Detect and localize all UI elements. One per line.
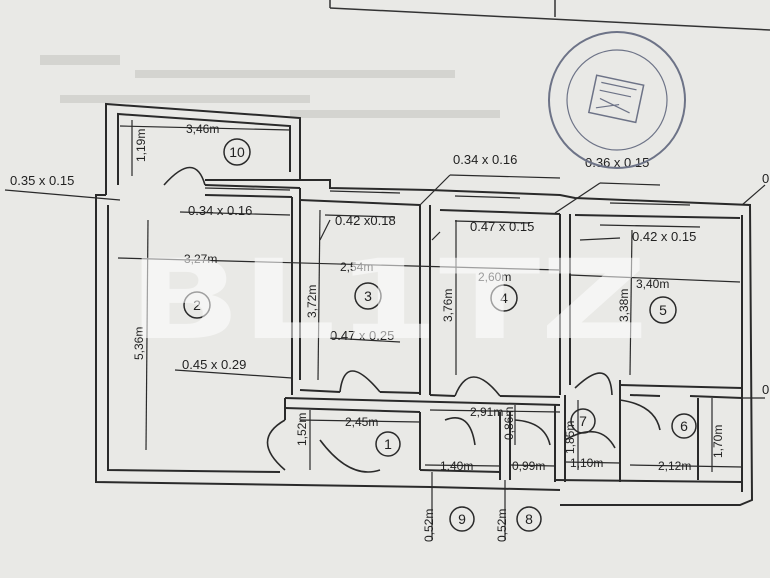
window-label: 0.45 x 0.29: [182, 357, 246, 372]
dim-label: 2,54m: [340, 260, 373, 274]
window-label: 0.42 x0.18: [335, 213, 396, 228]
dim-label: 0,52m: [422, 509, 436, 542]
dim-label: 0,86m: [502, 407, 516, 440]
door-room10: [163, 166, 206, 186]
room-3-circle: [354, 282, 382, 310]
door-room1: [319, 439, 381, 473]
dimension-labels: 3,46m 1,19m 3,27m 5,36m 2,54m 3,72m 2,60…: [132, 122, 725, 542]
door-room6: [619, 399, 661, 431]
room-number: 3: [364, 288, 372, 304]
dim-label: 1,70m: [711, 425, 725, 458]
dim-label: 5,36m: [132, 327, 146, 360]
window-label: 0.42 x 0.15: [632, 229, 696, 244]
room-number: 8: [525, 511, 533, 527]
room-number: 4: [500, 290, 508, 306]
dim-label: 1,40m: [440, 459, 473, 473]
faded-background-text: [40, 55, 500, 118]
room-6-circle: [671, 413, 697, 439]
window-leaders: [4, 174, 766, 399]
room-7-circle: [570, 408, 596, 434]
dim-label: 3,76m: [441, 289, 455, 322]
room-number: 1: [384, 436, 392, 452]
dim-label: 2,45m: [345, 415, 378, 429]
dim-label: 2,91m: [470, 405, 503, 419]
room-number: 5: [659, 302, 667, 318]
window-label: 0.47 x 0.25: [330, 328, 394, 343]
room-4-circle: [490, 284, 518, 312]
door-room9: [444, 417, 476, 446]
dim-label: 3,38m: [617, 289, 631, 322]
room-markers: [183, 138, 697, 532]
dim-label: 3,40m: [636, 277, 669, 291]
room-10-circle: [223, 138, 251, 166]
window-label: 0: [762, 382, 769, 397]
dim-label: 0,52m: [495, 509, 509, 542]
room-number: 9: [458, 511, 466, 527]
window-label: 0.34 x 0.16: [188, 203, 252, 218]
room-8-circle: [516, 506, 542, 532]
window-slabs: [204, 187, 701, 228]
dim-label: 2,12m: [658, 459, 691, 473]
dim-label: 3,46m: [186, 122, 219, 136]
page-header-lines: [329, 0, 770, 31]
window-label: 0.34 x 0.16: [453, 152, 517, 167]
door-room3: [339, 370, 381, 393]
dim-label: 2,60m: [478, 270, 511, 284]
room-number: 2: [193, 297, 201, 313]
official-stamp: [548, 31, 686, 169]
dim-label: 3,72m: [305, 285, 319, 318]
door-swings: [163, 166, 661, 473]
room-number: 7: [579, 413, 587, 429]
dimension-lines: [117, 120, 743, 540]
door-room5: [574, 372, 613, 396]
door-entry: [266, 419, 286, 471]
room-5-circle: [649, 296, 677, 324]
dim-label: 1,85m: [563, 421, 577, 454]
window-size-labels: 0.35 x 0.15 0.34 x 0.16 0.34 x 0.16 0.36…: [10, 152, 769, 397]
dim-label: 1,19m: [134, 129, 148, 162]
door-room8: [514, 419, 551, 446]
window-label: 0.35 x 0.15: [10, 173, 74, 188]
room-9-circle: [449, 506, 475, 532]
dim-label: 3,27m: [184, 252, 217, 266]
room-number: 10: [229, 144, 245, 160]
room-numbers: 10 2 3 4 5 6 7 1 9 8: [193, 144, 688, 527]
door-room7: [564, 430, 616, 449]
dim-label: 0,99m: [512, 459, 545, 473]
window-label: 0.47 x 0.15: [470, 219, 534, 234]
dim-label: 1,10m: [570, 456, 603, 470]
window-label: 0: [762, 171, 769, 186]
watermark-text: BL1TZ: [128, 236, 648, 364]
door-room4: [454, 376, 501, 397]
dim-label: 1,52m: [295, 413, 309, 446]
room-2-circle: [183, 291, 211, 319]
exterior-walls: [95, 102, 754, 506]
room-number: 6: [680, 418, 688, 434]
room-1-circle: [375, 431, 401, 457]
